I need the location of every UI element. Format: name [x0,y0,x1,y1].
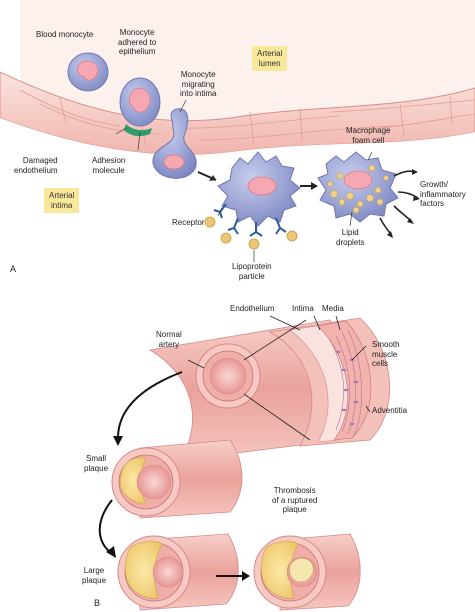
small-plaque-lumen [137,465,171,499]
thrombus-clot [289,558,313,582]
label-smooth-muscle-cells: Smooth muscle cells [372,340,400,369]
panel-b-letter: B [94,598,100,608]
normal-artery-lumen [210,358,246,394]
label-thrombosis: Thrombosis of a ruptured plaque [272,486,317,515]
tag-arterial-lumen: Arterial lumen [252,46,287,71]
label-intima: Intima [292,304,314,314]
panel-b-drawing [100,316,390,610]
label-growth-factors: Growth/ inflammatory factors [420,180,466,209]
label-macrophage-foam-cell: Macrophage foam cell [346,126,390,145]
label-monocyte-adhered: Monocyte adhered to epithelium [118,28,156,57]
migrating-monocyte-nucleus [164,155,184,169]
large-plaque-lumen [153,557,183,587]
label-media: Media [322,304,344,314]
foam-cell-nucleus [344,171,372,189]
panel-a-letter: A [10,264,16,274]
macrophage-nucleus [248,177,276,195]
label-normal-artery: Normal artery [156,330,182,349]
label-endothelium: Endothelium [230,304,274,314]
tag-arterial-intima: Arterial intima [44,188,79,213]
label-lipid-droplets: Lipid droplets [336,228,364,247]
label-large-plaque: Large plaque [82,566,106,585]
label-monocyte-migrating: Monocyte migrating into intima [180,70,216,99]
label-adventitia: Adventitia [372,406,407,416]
label-blood-monocyte: Blood monocyte [36,30,93,40]
label-adhesion-molecule: Adhesion molecule [92,156,125,175]
label-lipoprotein-particle: Lipoprotein particle [232,262,272,281]
label-receptor: Receptor [172,218,204,228]
label-small-plaque: Small plaque [84,454,108,473]
label-damaged-endothelium: Damaged endothelium [14,156,58,175]
